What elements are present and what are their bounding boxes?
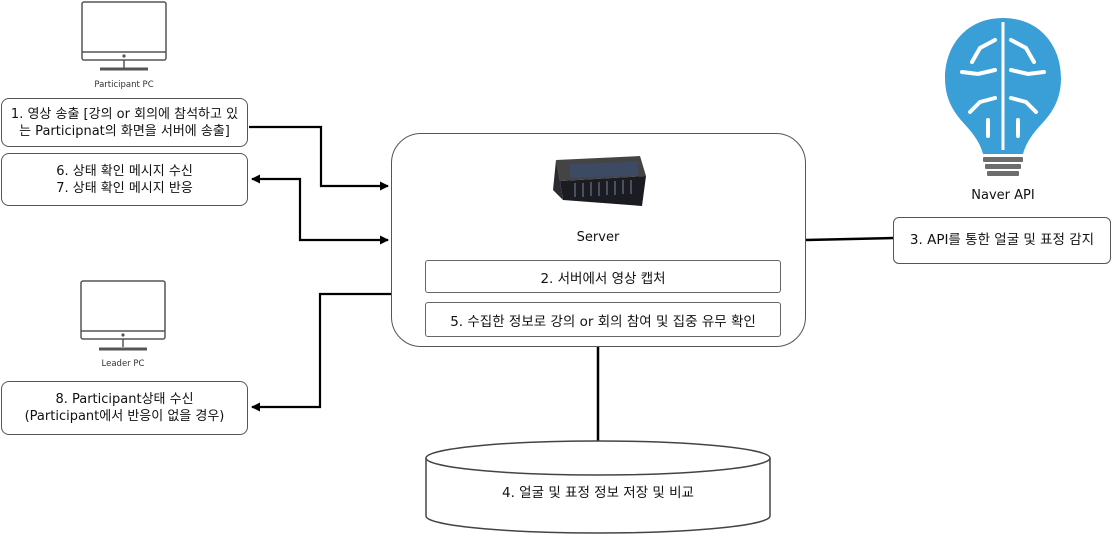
- step1-text-line2: 는 Participnat의 화면을 서버에 송출]: [19, 123, 230, 139]
- step1-text-line1: 1. 영상 송출 [강의 or 회의에 참석하고 있: [10, 106, 239, 122]
- step6-text: 6. 상태 확인 메시지 수신: [56, 163, 193, 179]
- step8-text-line1: 8. Participant상태 수신: [55, 392, 194, 407]
- participant-pc-label: Participant PC: [94, 80, 154, 90]
- step6-7-box: 6. 상태 확인 메시지 수신 7. 상태 확인 메시지 반응: [1, 153, 248, 206]
- leader-pc-label: Leader PC: [101, 359, 145, 369]
- step5-box: 5. 수집한 정보로 강의 or 회의 참여 및 집중 유무 확인: [425, 302, 781, 337]
- arrow-status-bidirectional: [251, 174, 389, 245]
- step4-label: 4. 얼굴 및 표정 정보 저장 및 비교: [502, 485, 694, 501]
- step3-box: 3. API를 통한 얼굴 및 표정 감지: [893, 217, 1111, 264]
- step7-text: 7. 상태 확인 메시지 반응: [56, 180, 193, 196]
- server-label: Server: [576, 230, 620, 245]
- arrow-server-to-leader: [251, 292, 391, 412]
- line-server-to-api: [805, 236, 894, 242]
- naver-api-label: Naver API: [971, 188, 1035, 203]
- step1-box: 1. 영상 송출 [강의 or 회의에 참석하고 있 는 Participnat…: [1, 98, 248, 147]
- step8-box: 8. Participant상태 수신 (Participant에서 반응이 없…: [1, 381, 248, 435]
- step8-text-line2: (Participant에서 반응이 없을 경우): [24, 409, 225, 424]
- step2-box: 2. 서버에서 영상 캡처: [425, 260, 781, 293]
